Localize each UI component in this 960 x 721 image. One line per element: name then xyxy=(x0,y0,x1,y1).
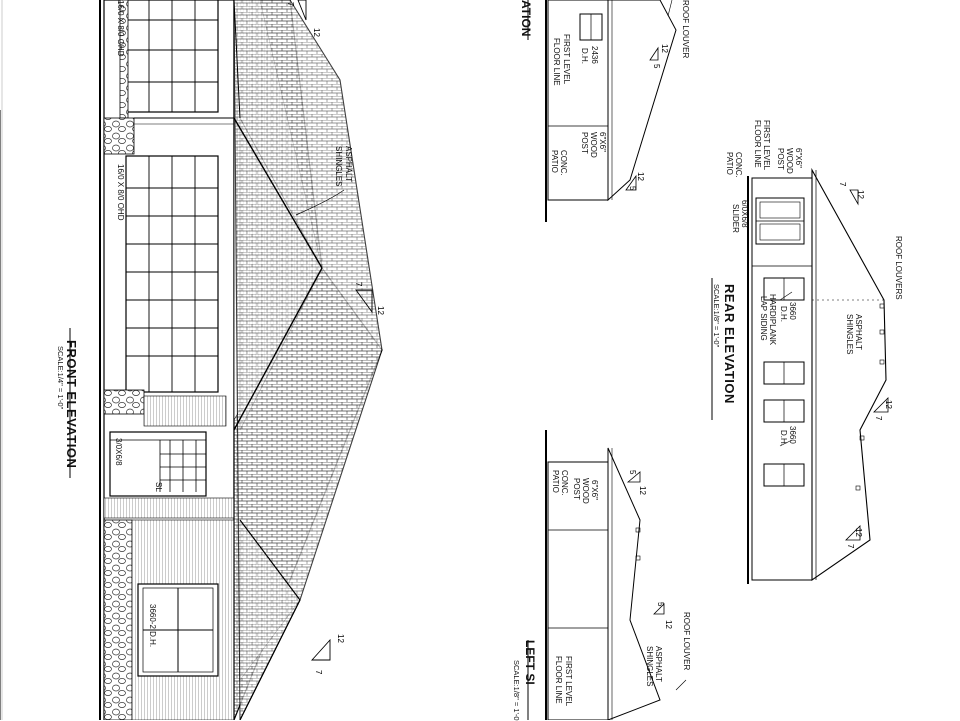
rear-pitch-2-rise: 12 xyxy=(884,400,893,409)
rear-window-2-type: D.H. xyxy=(779,430,788,446)
left-patio-line-1: CONC. xyxy=(560,470,569,496)
garage-door-label-middle: 16/0 X 8/0 OHD xyxy=(116,164,125,221)
right-window-label: 2436 xyxy=(590,46,599,64)
rear-pitch-3-run: 7 xyxy=(846,544,855,549)
rear-patio-line-1: CONC. xyxy=(734,152,743,178)
sl-label: SL xyxy=(154,482,163,492)
left-side-elevation xyxy=(527,430,687,720)
left-pitch-1-rise: 5 xyxy=(628,470,637,475)
rear-slider-line-1: 6/0X6/8 xyxy=(740,200,749,228)
front-pitch-c-rise: 12 xyxy=(336,634,345,643)
left-side-scale: SCALE:1/8" = 1'-0 xyxy=(512,660,521,721)
roof-note-line-2: SHINGLES xyxy=(334,146,343,187)
garage-door-middle xyxy=(125,155,219,393)
front-pitch-a-rise: 7 xyxy=(286,2,295,7)
front-elevation-scale: SCALE:1/4" = 1'-0" xyxy=(56,346,65,410)
right-window-type: D.H. xyxy=(580,48,589,64)
left-post-line-2: WOOD xyxy=(581,478,590,504)
rear-window-1-type: D.H. xyxy=(779,306,788,322)
rear-roof-louvers: ROOF LOUVERS xyxy=(894,236,903,300)
rear-window-1-label: 3660 xyxy=(788,302,797,320)
front-window xyxy=(137,583,219,677)
garage-door-upper xyxy=(125,0,219,113)
right-post-line-1: 6"X6" xyxy=(598,132,607,152)
right-post-line-3: POST xyxy=(580,132,589,154)
right-pitch-1-rise: 5 xyxy=(652,64,661,69)
right-patio-line-1: CONC. xyxy=(559,150,568,176)
rear-floor-line-1: FIRST LEVEL xyxy=(762,120,771,171)
rear-window-2 xyxy=(763,361,805,385)
right-floor-line-2: FLOOR LINE xyxy=(552,38,561,86)
rear-elevation-scale: SCALE:1/8" = 1'-0" xyxy=(712,284,721,348)
rear-post-line-1: 6"X6" xyxy=(794,148,803,168)
left-patio-line-2: PATIO xyxy=(551,470,560,493)
right-patio-line-2: PATIO xyxy=(550,150,559,173)
rear-window-4 xyxy=(763,463,805,487)
front-pitch-b-rise: 7 xyxy=(354,282,363,287)
right-pitch-2-run: 12 xyxy=(636,172,645,181)
rear-window-1 xyxy=(763,277,805,301)
rear-window-2-label: 3660 xyxy=(788,426,797,444)
rear-pitch-2-run: 7 xyxy=(874,416,883,421)
rear-siding-line-1: HARDIPLANK xyxy=(768,294,777,346)
left-floor-line-2: FLOOR LINE xyxy=(554,656,563,704)
rear-roof-line-1: ASPHALT xyxy=(854,314,863,350)
right-pitch-1-run: 12 xyxy=(660,44,669,53)
front-elevation xyxy=(0,0,383,720)
rear-post-line-3: POST xyxy=(776,148,785,170)
entry-door-label: 3/0X6/8 xyxy=(114,438,123,466)
rear-roof-line-2: SHINGLES xyxy=(845,314,854,355)
left-side-title: LEFT SI xyxy=(523,640,537,685)
rear-slider-line-2: SLIDER xyxy=(731,204,740,233)
left-pitch-2-rise: 5 xyxy=(656,602,665,607)
rear-elevation-title: REAR ELEVATION xyxy=(722,284,737,404)
left-roof-louver: ROOF LOUVER xyxy=(682,612,691,671)
rear-siding-line-2: LAP SIDING xyxy=(759,296,768,341)
left-post-line-3: POST xyxy=(572,478,581,500)
rear-window-3 xyxy=(763,399,805,423)
right-partial-title: ATION xyxy=(519,0,533,37)
front-elevation-title: FRONT ELEVATION xyxy=(64,340,79,469)
left-roof-line-2: SHINGLES xyxy=(645,646,654,687)
rear-slider-door xyxy=(755,197,805,245)
rear-pitch-3-rise: 12 xyxy=(854,528,863,537)
right-partial-elevation xyxy=(527,0,677,222)
left-floor-line-1: FIRST LEVEL xyxy=(564,656,573,707)
rear-floor-line-2: FLOOR LINE xyxy=(753,120,762,168)
front-pitch-a-run: 12 xyxy=(312,28,321,37)
garage-door-label-upper: 16/0 X 8/0 OHD xyxy=(116,0,125,57)
right-pitch-2-rise: 5 xyxy=(628,186,637,191)
left-roof-line-1: ASPHALT xyxy=(654,646,663,682)
left-pitch-1-run: 12 xyxy=(638,486,647,495)
rear-post-line-2: WOOD xyxy=(785,148,794,174)
left-post-line-1: 6"X6" xyxy=(590,480,599,500)
right-floor-line-1: FIRST LEVEL xyxy=(562,34,571,85)
entry-door xyxy=(109,431,207,497)
right-post-line-2: WOOD xyxy=(589,132,598,158)
rear-elevation xyxy=(711,167,889,584)
front-pitch-b-run: 12 xyxy=(376,306,385,315)
rear-pitch-1-rise: 7 xyxy=(838,182,847,187)
left-pitch-2-run: 12 xyxy=(664,620,673,629)
front-pitch-c-run: 7 xyxy=(314,670,323,675)
rear-pitch-1-run: 12 xyxy=(856,190,865,199)
front-roof xyxy=(233,0,383,720)
rear-patio-line-2: PATIO xyxy=(725,152,734,175)
roof-note-line-1: ASPHALT xyxy=(344,146,353,182)
front-window-label: 3660-2 D.H. xyxy=(148,604,157,648)
right-roof-louver: ROOF LOUVER xyxy=(681,0,690,59)
